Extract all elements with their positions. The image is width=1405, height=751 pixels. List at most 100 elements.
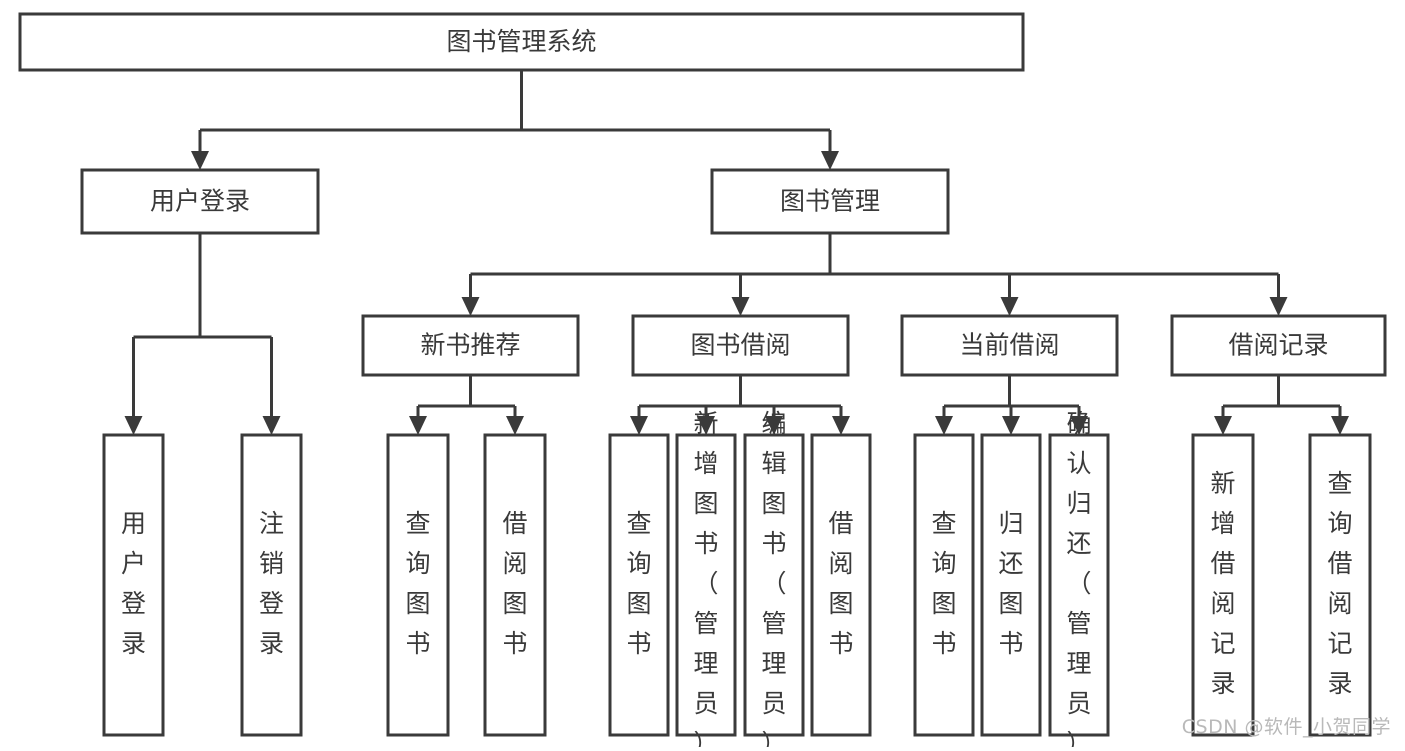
node-label-char: 登 <box>121 589 146 618</box>
node-rect <box>18 12 1025 72</box>
node-rect <box>1191 433 1255 737</box>
node-label-char: 书 <box>502 629 527 658</box>
node-label-char: 图 <box>998 589 1023 618</box>
node-label-char: 询 <box>931 549 956 578</box>
node-label-char: 理 <box>761 649 786 678</box>
node-label: 图书管理系统 <box>446 27 596 56</box>
arrow-head-icon <box>461 297 480 316</box>
node-label-char: ） <box>1066 729 1091 747</box>
node-rect <box>80 168 320 235</box>
node-label-char: 销 <box>259 549 284 578</box>
node-label-char: 登 <box>259 589 284 618</box>
node-rect <box>608 433 670 737</box>
node-label-char: 辑 <box>761 449 786 478</box>
node-label-char: 户 <box>121 549 146 578</box>
node-label-char: 书 <box>761 529 786 558</box>
node-label-char: 新 <box>693 409 718 438</box>
node-label-char: 理 <box>693 649 718 678</box>
node-label-char: 记 <box>1210 629 1235 658</box>
node-label-char: （ <box>761 569 786 598</box>
connector-layer <box>124 70 1349 435</box>
node-label-char: ） <box>693 729 718 747</box>
arrow-head-icon <box>191 151 209 170</box>
node-rect <box>361 314 580 377</box>
node-rect <box>1048 433 1110 737</box>
node-rect <box>675 433 737 737</box>
arrow-head-icon <box>124 416 143 435</box>
node-图书管理系统[interactable]: 图书管理系统 <box>18 12 1025 72</box>
node-label-char: 图 <box>405 589 430 618</box>
node-借阅记录[interactable]: 借阅记录 <box>1170 314 1387 377</box>
node-label-char: 询 <box>1327 509 1352 538</box>
node-label-char: 查 <box>1327 469 1352 498</box>
node-rect <box>483 433 547 737</box>
node-rect <box>980 433 1042 737</box>
node-label-char: 查 <box>405 509 430 538</box>
node-rect <box>710 168 950 235</box>
leaf-node-用户登录[interactable]: 用户登录 <box>102 433 165 737</box>
node-label-char: 借 <box>502 509 527 538</box>
node-label-char: 增 <box>693 449 718 478</box>
watermark-label: CSDN @软件_小贺同学 <box>1181 716 1391 738</box>
node-label-char: 员 <box>693 689 718 718</box>
node-rect <box>386 433 450 737</box>
node-label-char: 认 <box>1066 449 1091 478</box>
node-图书管理[interactable]: 图书管理 <box>710 168 950 235</box>
node-label: 图书管理 <box>780 187 880 216</box>
arrow-head-icon <box>630 416 648 435</box>
arrow-head-icon <box>1214 416 1232 435</box>
arrow-head-icon <box>409 416 427 435</box>
node-新书推荐[interactable]: 新书推荐 <box>361 314 580 377</box>
node-label: 借阅记录 <box>1228 331 1328 360</box>
node-图书借阅[interactable]: 图书借阅 <box>631 314 850 377</box>
arrow-head-icon <box>935 416 953 435</box>
node-label-char: 归 <box>1066 489 1091 518</box>
node-label-char: 注 <box>259 509 284 538</box>
node-rect <box>743 433 805 737</box>
node-label-char: 录 <box>1327 669 1352 698</box>
node-label-char: （ <box>693 569 718 598</box>
node-label: 图书借阅 <box>690 331 790 360</box>
node-label-char: 图 <box>761 489 786 518</box>
node-label-char: 书 <box>931 629 956 658</box>
node-rect <box>1308 433 1372 737</box>
node-当前借阅[interactable]: 当前借阅 <box>900 314 1119 377</box>
node-rect <box>240 433 303 737</box>
arrow-head-icon <box>1070 416 1088 435</box>
arrow-head-icon <box>1000 297 1019 316</box>
node-label-char: 编 <box>761 409 786 438</box>
node-layer: 图书管理系统用户登录图书管理新书推荐图书借阅当前借阅借阅记录用户登录注销登录查询… <box>18 12 1387 751</box>
node-label-char: 管 <box>693 609 718 638</box>
node-label-char: 询 <box>626 549 651 578</box>
node-label-char: 图 <box>626 589 651 618</box>
node-label-char: 借 <box>1327 549 1352 578</box>
node-用户登录[interactable]: 用户登录 <box>80 168 320 235</box>
node-label-char: 增 <box>1210 509 1235 538</box>
arrow-head-icon <box>262 416 281 435</box>
node-label-char: 书 <box>405 629 430 658</box>
node-rect <box>810 433 872 737</box>
node-label: 用户登录 <box>150 187 250 216</box>
node-rect <box>913 433 975 737</box>
node-label-char: 书 <box>693 529 718 558</box>
arrow-head-icon <box>765 416 783 435</box>
node-label-char: 确 <box>1066 409 1091 438</box>
node-label-char: 图 <box>931 589 956 618</box>
arrow-head-icon <box>506 416 524 435</box>
node-label-char: 图 <box>828 589 853 618</box>
arrow-head-icon <box>1331 416 1349 435</box>
node-label-char: （ <box>1066 569 1091 598</box>
